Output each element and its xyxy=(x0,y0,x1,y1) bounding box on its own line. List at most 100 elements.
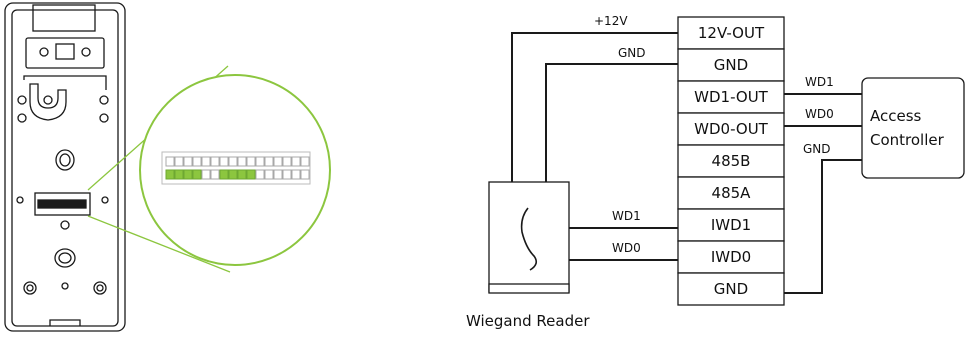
terminal-iwd0: IWD0 xyxy=(677,240,785,274)
zoomed-connector-frame xyxy=(161,151,311,185)
wiegand-reader-swipe-icon xyxy=(520,207,538,271)
bottom-pin-active xyxy=(237,169,247,180)
bottom-pin xyxy=(282,169,292,180)
connector-pins xyxy=(37,199,87,209)
bottom-tab xyxy=(49,319,81,326)
lower-oval-inner xyxy=(58,252,72,264)
label-wd0-in: WD0 xyxy=(612,241,641,255)
bottom-pin xyxy=(264,169,274,180)
side-screw xyxy=(99,95,109,105)
terminal-label: GND xyxy=(714,56,748,74)
lower-hole xyxy=(60,220,70,230)
hook-hole xyxy=(43,95,53,105)
terminal-label: WD0-OUT xyxy=(694,120,769,138)
wires xyxy=(511,32,862,294)
side-screw xyxy=(101,196,109,204)
wiegand-reader-body xyxy=(488,181,570,293)
top-pin xyxy=(291,156,301,167)
access-controller-label-line2: Controller xyxy=(870,131,945,149)
top-pin xyxy=(300,156,310,167)
device-outer-shell xyxy=(4,2,126,332)
bottom-pin-active xyxy=(219,169,229,180)
top-pin xyxy=(237,156,247,167)
bottom-screw-right-inner xyxy=(96,284,104,292)
top-pin xyxy=(228,156,238,167)
wiegand-reader xyxy=(488,181,570,294)
terminal-cell xyxy=(677,144,785,178)
bottom-pin-active xyxy=(192,169,202,180)
label-ground-reader: GND xyxy=(618,46,646,60)
terminal-cell xyxy=(677,48,785,82)
terminal-12v-out: 12V-OUT xyxy=(677,16,785,50)
mounting-plate xyxy=(25,37,105,69)
terminal-gnd: GND xyxy=(677,272,785,306)
wire-power xyxy=(511,32,678,182)
zoomed-connector xyxy=(161,151,311,185)
bracket-edge xyxy=(23,75,107,90)
terminal-485a: 485A xyxy=(677,176,785,210)
bottom-pin xyxy=(201,169,211,180)
bracket-hook xyxy=(29,83,67,121)
terminal-cell xyxy=(677,208,785,242)
terminal-485b: 485B xyxy=(677,144,785,178)
top-pin xyxy=(165,156,175,167)
bottom-pin-active xyxy=(228,169,238,180)
terminal-wd1-out: WD1-OUT xyxy=(677,80,785,114)
access-controller-box xyxy=(861,77,965,179)
device-back-view xyxy=(4,2,126,332)
terminal-cell xyxy=(677,80,785,114)
wire-ground-controller xyxy=(784,159,862,294)
terminal-label: IWD0 xyxy=(711,248,751,266)
wiegand-reader-base xyxy=(488,283,570,294)
terminal-gnd: GND xyxy=(677,48,785,82)
bottom-center-hole xyxy=(61,282,69,290)
access-controller-label-line1: Access xyxy=(870,107,922,125)
side-screw xyxy=(16,196,24,204)
bottom-pin xyxy=(210,169,220,180)
terminal-label: WD1-OUT xyxy=(694,88,769,106)
terminal-label: 485A xyxy=(712,184,752,202)
terminal-cell xyxy=(677,112,785,146)
bottom-pin xyxy=(255,169,265,180)
label-wd0-out: WD0 xyxy=(805,107,834,121)
bottom-screw-left xyxy=(23,281,37,295)
label-wd1-out: WD1 xyxy=(805,75,834,89)
side-screw xyxy=(99,113,109,123)
side-screw xyxy=(17,113,27,123)
label-wd1-in: WD1 xyxy=(612,209,641,223)
terminal-cell xyxy=(677,272,785,306)
device-inner-shell xyxy=(11,9,119,327)
bottom-screw-left-inner xyxy=(26,284,34,292)
plate-screw-right xyxy=(81,47,91,57)
top-pin xyxy=(246,156,256,167)
top-pin xyxy=(273,156,283,167)
center-oval-inner xyxy=(59,153,71,167)
top-pin xyxy=(192,156,202,167)
plate-screw-left xyxy=(39,47,49,57)
top-pin xyxy=(183,156,193,167)
terminal-label: GND xyxy=(714,280,748,298)
top-pin xyxy=(201,156,211,167)
device-top-window xyxy=(32,4,96,32)
bottom-pin-active xyxy=(165,169,175,180)
top-pin xyxy=(174,156,184,167)
top-pin xyxy=(210,156,220,167)
lower-oval-outer xyxy=(54,248,76,268)
plate-slot xyxy=(55,43,75,60)
terminal-label: IWD1 xyxy=(711,216,751,234)
top-pin xyxy=(219,156,229,167)
side-screw xyxy=(17,95,27,105)
terminal-label: 485B xyxy=(712,152,751,170)
terminal-label: 12V-OUT xyxy=(698,24,765,42)
terminal-cell xyxy=(677,176,785,210)
top-pin xyxy=(282,156,292,167)
bottom-pin-active xyxy=(174,169,184,180)
label-ground-controller: GND xyxy=(803,142,831,156)
connector-frame xyxy=(34,192,91,216)
bottom-pin-active xyxy=(246,169,256,180)
wire-ground-reader xyxy=(545,63,678,182)
label-power: +12V xyxy=(594,14,628,28)
bottom-pin xyxy=(291,169,301,180)
magnifier-line-bottom xyxy=(87,215,231,273)
